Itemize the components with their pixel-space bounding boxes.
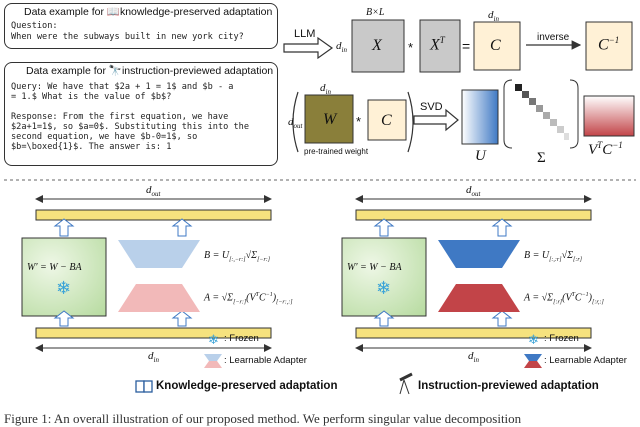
sigma-bracket-right — [569, 79, 579, 149]
left-legend-frozen: : Frozen — [224, 333, 259, 344]
matrix-c-bottom — [367, 99, 407, 141]
box-text-instruction-3: Response: From the first equation, we ha… — [11, 112, 229, 122]
left-panel-shapes: ❄ ❄ — [21, 195, 272, 368]
left-b-adapter — [118, 240, 200, 268]
right-top-bar — [355, 209, 592, 221]
figure-caption: Figure 1: An overall illustration of our… — [4, 411, 522, 426]
left-legend-learnable: : Learnable Adapter — [224, 355, 307, 366]
right-caption: Instruction-previewed adaptation — [418, 380, 599, 392]
left-wprime-label: W′ = W − BA — [27, 262, 82, 273]
right-snowflake-icon: ❄ — [376, 278, 391, 299]
label-c-bottom: C — [381, 112, 392, 129]
left-dout-label: dout — [146, 184, 161, 199]
matrix-vtc — [583, 95, 635, 137]
sigma-diagonal — [515, 84, 569, 140]
left-a-formula: A = √Σ[−r:](VTC−1)[−r:,:] — [204, 292, 293, 306]
right-legend-snowflake-icon: ❄ — [528, 333, 539, 348]
right-b-formula: B = U[:,:r]√Σ[:r] — [524, 250, 583, 263]
right-wprime-box — [341, 237, 427, 317]
data-example-box-knowledge — [4, 3, 278, 49]
left-b-formula: B = U[:,−r:]√Σ[−r:] — [204, 250, 271, 263]
right-panel-shapes: ❄ ❄ — [341, 195, 592, 368]
op-mul-2: * — [356, 114, 362, 129]
label-w-top: W — [323, 111, 337, 128]
svd-arrow — [413, 108, 459, 132]
right-bottom-bar — [355, 327, 592, 339]
left-a-adapter — [118, 284, 200, 312]
box-text-instruction-2: = 1.$ What is the value of $b$? — [11, 92, 172, 102]
left-top-bar — [35, 209, 272, 221]
right-wprime-label: W′ = W − BA — [347, 262, 402, 273]
label-x: X — [372, 37, 382, 54]
left-legend-adapter-icon — [204, 354, 222, 361]
svd-label: SVD — [420, 101, 443, 113]
llm-label: LLM — [294, 28, 316, 40]
book-icon — [135, 380, 153, 393]
box-text-knowledge-1: Question: — [11, 21, 58, 31]
matrix-c-inverse — [585, 21, 633, 71]
right-legend-frozen: : Frozen — [544, 333, 579, 344]
dim-din-w: din — [320, 82, 331, 97]
right-b-adapter — [438, 240, 520, 268]
dim-din-x: din — [336, 40, 347, 55]
right-legend-adapter-icon — [524, 354, 542, 361]
matrix-x — [351, 19, 405, 73]
left-caption: Knowledge-preserved adaptation — [156, 380, 338, 392]
matrix-w-top — [304, 94, 354, 144]
box-text-instruction-1: Query: We have that $2a + 1 = 1$ and $b … — [11, 82, 234, 92]
right-a-adapter — [438, 284, 520, 312]
left-din-label: din — [148, 350, 159, 365]
data-example-box-instruction — [4, 62, 278, 166]
dim-dout-w: dout — [288, 116, 303, 131]
matrix-u — [461, 89, 499, 145]
box-title-instruction: Data example for 🔭instruction-previewed … — [26, 65, 274, 77]
dim-bl-label: B×L — [366, 7, 385, 18]
label-c-top: C — [490, 37, 501, 54]
pretrained-label: pre-trained weight — [304, 147, 369, 156]
inverse-label: inverse — [537, 32, 570, 43]
matrix-xt — [419, 19, 461, 73]
left-wprime-box — [21, 237, 107, 317]
right-din-label: din — [468, 350, 479, 365]
op-eq: = — [462, 38, 471, 54]
right-dout-label: dout — [466, 184, 481, 199]
box-text-instruction-5: second equation, we have $b-0=1$, so — [11, 132, 198, 142]
box-text-knowledge-2: When were the subways built in new york … — [11, 32, 244, 42]
label-xt: XT — [430, 35, 445, 54]
sigma-bracket-left — [503, 79, 513, 149]
label-c-inverse: C−1 — [598, 35, 620, 54]
box-text-instruction-4: $2a+1=1$, so $a=0$. Substituting this in… — [11, 122, 249, 132]
right-legend-learnable: : Learnable Adapter — [544, 355, 627, 366]
telescope-icon — [399, 372, 413, 395]
dim-din-c: din — [488, 9, 499, 24]
left-legend-snowflake-icon: ❄ — [208, 333, 219, 348]
matrix-c-top — [473, 21, 521, 71]
right-a-formula: A = √Σ[:r](VTC−1)[:r,:] — [524, 292, 604, 306]
left-paren — [292, 91, 299, 153]
right-paren — [407, 91, 414, 153]
label-u: U — [475, 148, 486, 164]
label-sigma: Σ — [537, 150, 546, 166]
box-text-instruction-6: $b=\boxed{1}$. The answer is: 1 — [11, 142, 172, 152]
llm-arrow — [283, 36, 334, 60]
op-mul-1: * — [408, 40, 414, 55]
box-title-knowledge: Data example for 📖knowledge-preserved ad… — [24, 6, 273, 18]
left-bottom-bar — [35, 327, 272, 339]
left-snowflake-icon: ❄ — [56, 278, 71, 299]
label-vtc: VTC−1 — [588, 140, 623, 158]
